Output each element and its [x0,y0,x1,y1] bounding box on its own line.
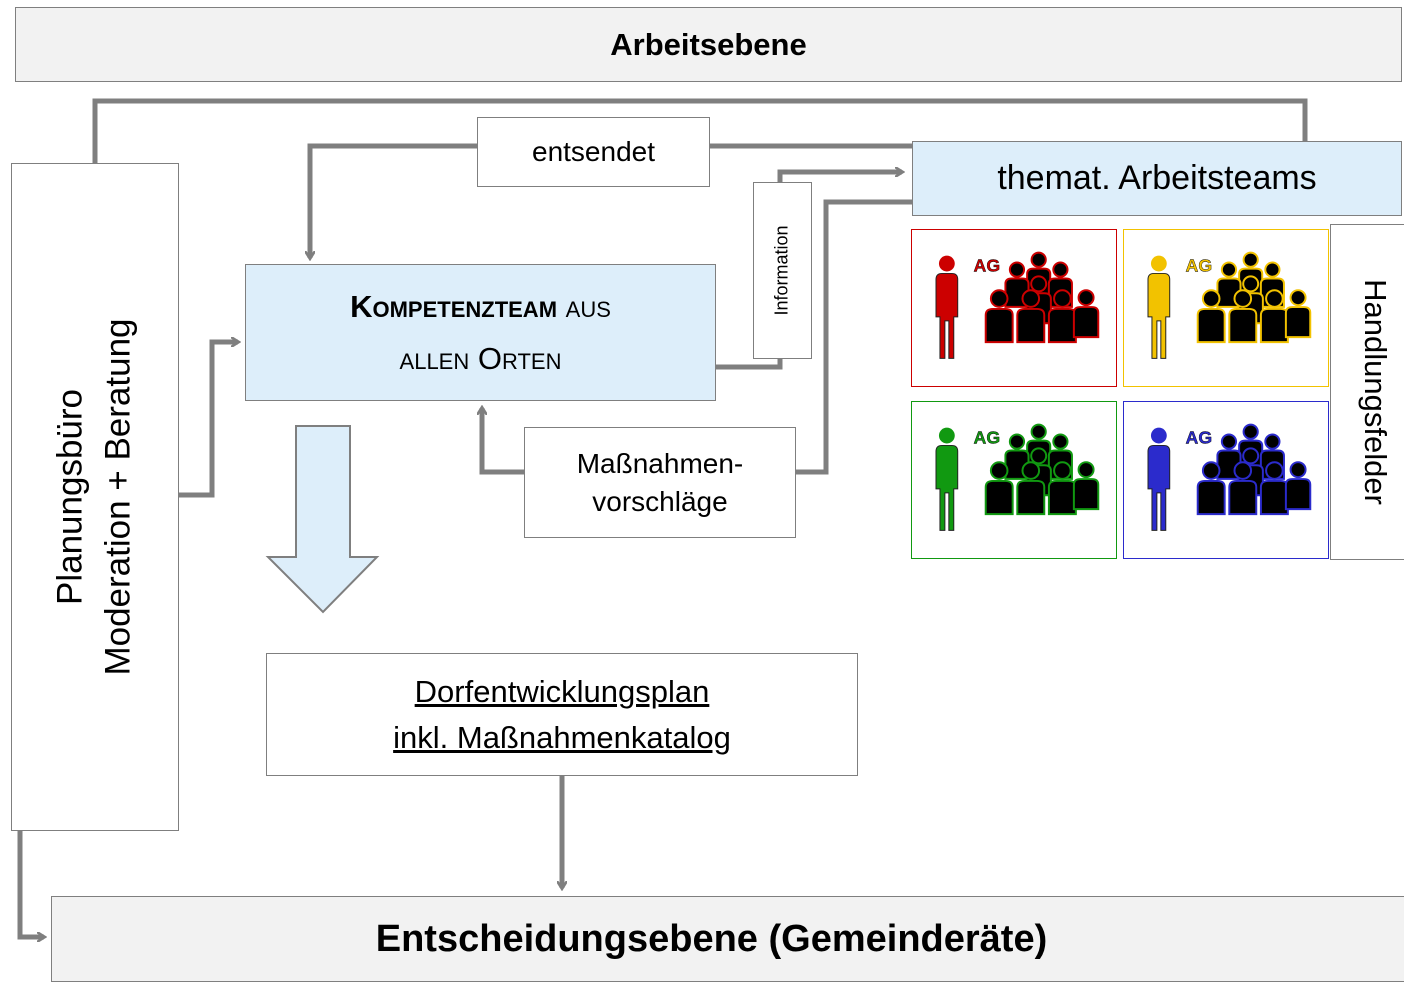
leader-person-icon [935,427,959,531]
crowd-icon [1196,423,1312,516]
ag-label: AG [1186,255,1213,275]
entsendet-label-box: entsendet [477,117,710,187]
ag-group-red: AG [911,229,1117,387]
arrow-planungsbuero-to-arbeitsteams [92,98,1305,163]
arbeitsebene-banner: Arbeitsebene [15,7,1402,82]
people-group-icon: AG [1147,423,1312,531]
arbeitsteams-box: themat. Arbeitsteams [912,141,1402,216]
massnahmen-box: Maßnahmen- vorschläge [524,427,796,538]
entsendet-label: entsendet [532,136,655,167]
arbeitsteams-label: themat. Arbeitsteams [997,159,1317,197]
planungsbuero-text: Planungsbüro Moderation + Beratung [47,318,143,675]
crowd-icon [984,251,1100,344]
crowd-icon [984,423,1100,516]
kompetenzteam-aus: aus [565,288,611,324]
entscheidungsebene-banner: Entscheidungsebene (Gemeinderäte) [51,896,1404,982]
dorfplan-line1: Dorfentwicklungsplan [414,673,710,709]
information-label-box: Information [753,182,812,359]
ag-group-yellow: AG [1123,229,1329,387]
ag-group-green: AG [911,401,1117,559]
people-group-icon: AG [1147,251,1312,359]
ag-label: AG [974,255,1001,275]
kompetenzteam-line2: allen Orten [399,340,562,376]
planungsbuero-box: Planungsbüro Moderation + Beratung [11,163,179,831]
arrow-entsendet [310,143,912,258]
ag-label: AG [974,427,1001,447]
ag-group-blue: AG [1123,401,1329,559]
dorfplan-box: Dorfentwicklungsplan inkl. Maßnahmenkata… [266,653,858,776]
massnahmen-line2: vorschläge [592,485,728,517]
dorfplan-line2: inkl. Maßnahmenkatalog [393,719,731,755]
kompetenzteam-box: Kompetenzteam aus allen Orten [245,264,716,401]
information-label: Information [772,225,793,316]
handlungsfelder-box: Handlungsfelder [1330,224,1404,560]
massnahmen-line1: Maßnahmen- [576,447,744,479]
people-group-icon: AG [935,423,1100,531]
kompetenzteam-title: Kompetenzteam [350,288,558,324]
big-down-arrow [265,425,380,614]
crowd-icon [1196,251,1312,344]
planungsbuero-subtitle: Moderation + Beratung [99,318,139,676]
leader-person-icon [935,255,959,359]
ag-label: AG [1186,427,1213,447]
planungsbuero-title: Planungsbüro [51,389,91,606]
arrow-massnahmen [482,199,912,475]
people-group-icon: AG [935,251,1100,359]
arrow-planungsbuero-to-entscheidung [17,830,44,937]
arrow-planungsbuero-to-kompetenzteam [178,342,238,498]
entscheidungsebene-label: Entscheidungsebene (Gemeinderäte) [375,917,1048,960]
leader-person-icon [1147,255,1171,359]
leader-person-icon [1147,427,1171,531]
arbeitsebene-label: Arbeitsebene [610,26,807,62]
handlungsfelder-label: Handlungsfelder [1358,279,1394,505]
